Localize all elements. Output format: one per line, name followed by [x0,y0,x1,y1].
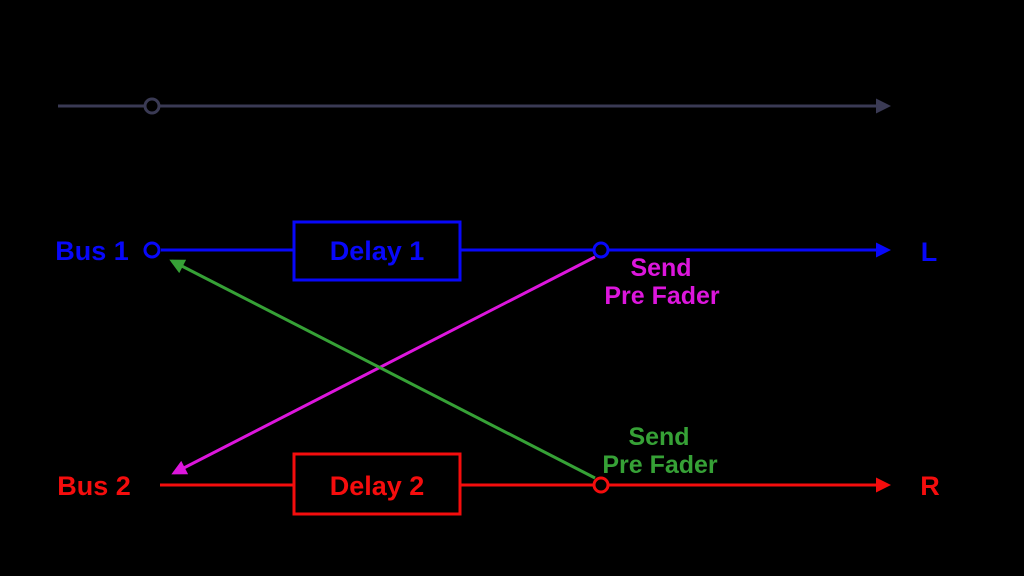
output-left-label: L [921,237,938,267]
output-right-label: R [920,471,940,501]
delay1-label: Delay 1 [330,236,425,266]
master-bus [58,97,891,115]
bus2-send-circle [592,476,610,494]
bus2-row: Bus 2 Delay 2 R [57,452,940,516]
bus2-label: Bus 2 [57,471,131,501]
bus1-row: Bus 1 Delay 1 L [55,220,938,282]
send2-line [169,259,596,480]
send2-label-line2: Pre Fader [602,451,718,479]
send-bus1-to-bus2: Send Pre Fader [171,254,720,475]
send2-label-line1: Send [628,423,689,451]
bus1-input-circle [143,241,161,259]
bus1-label: Bus 1 [55,236,129,266]
bus1-send-circle [592,241,610,259]
send1-label-line2: Pre Fader [604,282,720,310]
master-bus-tap-circle [143,97,161,115]
delay2-label: Delay 2 [330,471,425,501]
send1-label-line1: Send [630,254,691,282]
send1-line [171,255,596,475]
send-bus2-to-bus1: Send Pre Fader [169,259,718,480]
